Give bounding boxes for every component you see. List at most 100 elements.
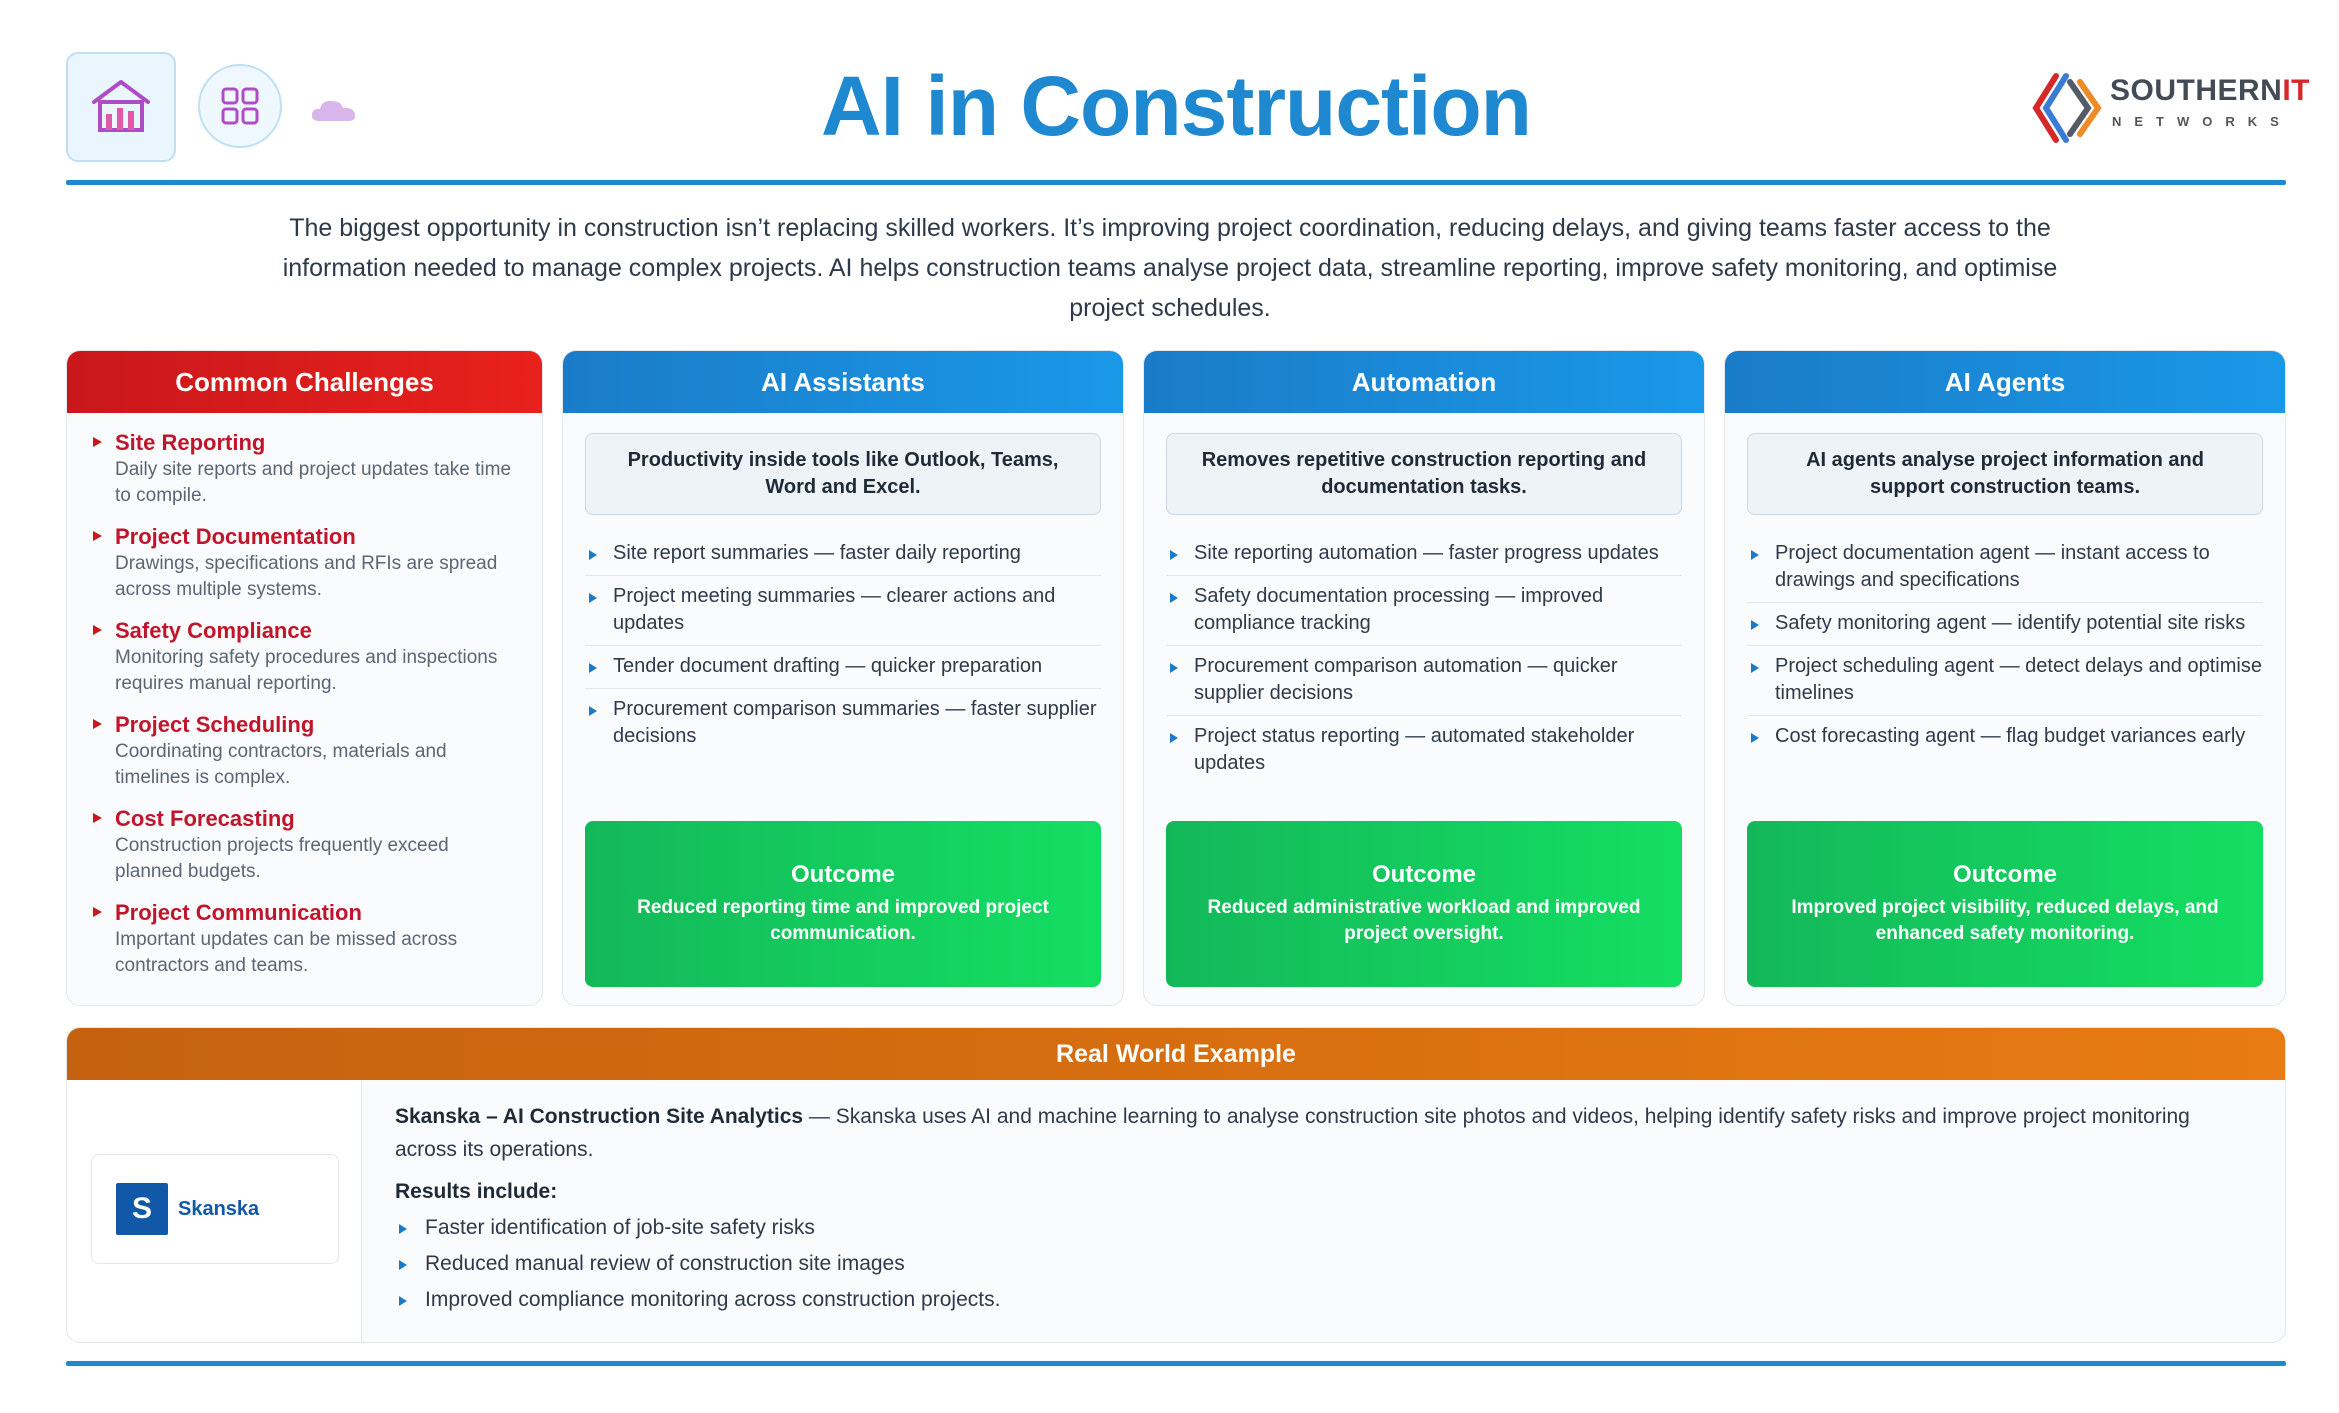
results-label: Results include:: [395, 1180, 558, 1203]
ai-assistants-list: Site report summaries — faster daily rep…: [585, 533, 1101, 758]
result-text: Improved compliance monitoring across co…: [425, 1288, 1001, 1311]
bullet-arrow-icon: [93, 813, 102, 823]
ai-agents-header: AI Agents: [1725, 351, 2285, 413]
bullet-arrow-icon: [589, 550, 597, 560]
list-item: Project documentation agent — instant ac…: [1747, 533, 2263, 603]
list-item-text: Safety documentation processing — improv…: [1194, 585, 1604, 634]
challenge-title: Project Scheduling: [115, 712, 315, 737]
challenge-desc: Daily site reports and project updates t…: [115, 459, 512, 506]
outcome-text: Improved project visibility, reduced del…: [1791, 897, 2219, 944]
ai-agents-panel: AI Agents AI agents analyse project info…: [1724, 350, 2286, 1006]
example-content: Skanska – AI Construction Site Analytics…: [395, 1100, 2225, 1318]
bullet-arrow-icon: [1751, 733, 1759, 743]
list-item-text: Safety monitoring agent — identify poten…: [1775, 612, 2246, 634]
list-item-text: Project status reporting — automated sta…: [1194, 725, 1635, 774]
automation-list: Site reporting automation — faster progr…: [1166, 533, 1682, 785]
bullet-arrow-icon: [1751, 663, 1759, 673]
challenge-desc: Construction projects frequently exceed …: [115, 835, 449, 882]
bullet-arrow-icon: [399, 1296, 407, 1306]
result-item: Faster identification of job-site safety…: [395, 1210, 2225, 1246]
bullet-arrow-icon: [1751, 620, 1759, 630]
bullet-arrow-icon: [1751, 550, 1759, 560]
challenge-desc: Monitoring safety procedures and inspect…: [115, 647, 498, 694]
outcome-text: Reduced reporting time and improved proj…: [637, 897, 1049, 944]
list-item-text: Procurement comparison summaries — faste…: [613, 698, 1097, 747]
header-divider: [66, 180, 2286, 185]
result-item: Improved compliance monitoring across co…: [395, 1282, 2225, 1318]
list-item: Site report summaries — faster daily rep…: [585, 533, 1101, 576]
bullet-arrow-icon: [1170, 733, 1178, 743]
automation-panel: Automation Removes repetitive constructi…: [1143, 350, 1705, 1006]
ai-assistants-panel: AI Assistants Productivity inside tools …: [562, 350, 1124, 1006]
example-header: Real World Example: [67, 1028, 2285, 1080]
bullet-arrow-icon: [589, 593, 597, 603]
list-item: Procurement comparison automation — quic…: [1166, 646, 1682, 716]
logo-wordmark: SOUTHERNIT: [2110, 74, 2311, 107]
list-item: Cost forecasting agent — flag budget var…: [1747, 716, 2263, 758]
list-item: Project scheduling agent — detect delays…: [1747, 646, 2263, 716]
cloud-icon: [304, 90, 364, 130]
bullet-arrow-icon: [589, 706, 597, 716]
example-logo-column: S Skanska: [67, 1080, 362, 1342]
ai-assistants-header: AI Assistants: [563, 351, 1123, 413]
list-item: Safety monitoring agent — identify poten…: [1747, 603, 2263, 646]
bullet-arrow-icon: [93, 719, 102, 729]
challenges-header: Common Challenges: [67, 351, 542, 413]
logo-subtitle: NETWORKS: [2112, 114, 2292, 129]
bullet-arrow-icon: [93, 437, 102, 447]
bullet-arrow-icon: [399, 1224, 407, 1234]
outcome-title: Outcome: [1371, 861, 1476, 888]
list-item: Project status reporting — automated sta…: [1166, 716, 1682, 785]
list-item-text: Project scheduling agent — detect delays…: [1775, 655, 2262, 704]
example-description: Skanska – AI Construction Site Analytics…: [395, 1100, 2225, 1166]
list-item-text: Project documentation agent — instant ac…: [1775, 542, 2210, 591]
challenge-title: Safety Compliance: [115, 618, 312, 643]
skanska-logo-icon: S: [116, 1183, 168, 1235]
challenge-title: Project Documentation: [115, 524, 356, 549]
ai-assistants-summary: Productivity inside tools like Outlook, …: [585, 433, 1101, 515]
bullet-arrow-icon: [93, 625, 102, 635]
bullet-arrow-icon: [93, 531, 102, 541]
list-item-text: Project meeting summaries — clearer acti…: [613, 585, 1056, 634]
challenge-desc: Important updates can be missed across c…: [115, 929, 458, 976]
bullet-arrow-icon: [589, 663, 597, 673]
list-item: Procurement comparison summaries — faste…: [585, 689, 1101, 758]
outcome-title: Outcome: [790, 861, 895, 888]
ai-agents-summary: AI agents analyse project information an…: [1747, 433, 2263, 515]
list-item: Tender document drafting — quicker prepa…: [585, 646, 1101, 689]
logo-mark-icon: [2032, 73, 2102, 143]
list-item: Site reporting automation — faster progr…: [1166, 533, 1682, 576]
skanska-name: Skanska: [178, 1197, 260, 1220]
list-item: Safety documentation processing — improv…: [1166, 576, 1682, 646]
challenge-desc: Drawings, specifications and RFIs are sp…: [115, 553, 498, 600]
page-title: AI in Construction: [821, 59, 1532, 153]
real-world-example: Real World Example S Skanska Skanska – A…: [66, 1027, 2286, 1343]
automation-summary: Removes repetitive construction reportin…: [1166, 433, 1682, 515]
bullet-arrow-icon: [399, 1260, 407, 1270]
grid-icon[interactable]: [198, 64, 282, 148]
list-item-text: Procurement comparison automation — quic…: [1194, 655, 1618, 704]
automation-outcome: Outcome Reduced administrative workload …: [1166, 821, 1682, 987]
bullet-arrow-icon: [93, 907, 102, 917]
footer-divider: [66, 1361, 2286, 1366]
header: AI in Construction SOUTHERNIT NETWORKS: [66, 50, 2310, 170]
list-item-text: Tender document drafting — quicker prepa…: [613, 655, 1043, 677]
intro-text: The biggest opportunity in construction …: [282, 214, 2058, 322]
example-body: — Skanska uses AI and machine learning t…: [395, 1105, 2190, 1161]
skanska-card: S Skanska: [91, 1154, 339, 1264]
house-icon[interactable]: [66, 52, 176, 162]
bullet-arrow-icon: [1170, 663, 1178, 673]
ai-agents-outcome: Outcome Improved project visibility, red…: [1747, 821, 2263, 987]
ai-assistants-outcome: Outcome Reduced reporting time and impro…: [585, 821, 1101, 987]
result-text: Reduced manual review of construction si…: [425, 1252, 905, 1275]
list-item: Project meeting summaries — clearer acti…: [585, 576, 1101, 646]
outcome-text: Reduced administrative workload and impr…: [1207, 897, 1641, 944]
list-item-text: Site report summaries — faster daily rep…: [613, 542, 1021, 564]
bullet-arrow-icon: [1170, 550, 1178, 560]
example-lead: Skanska – AI Construction Site Analytics: [395, 1105, 804, 1128]
